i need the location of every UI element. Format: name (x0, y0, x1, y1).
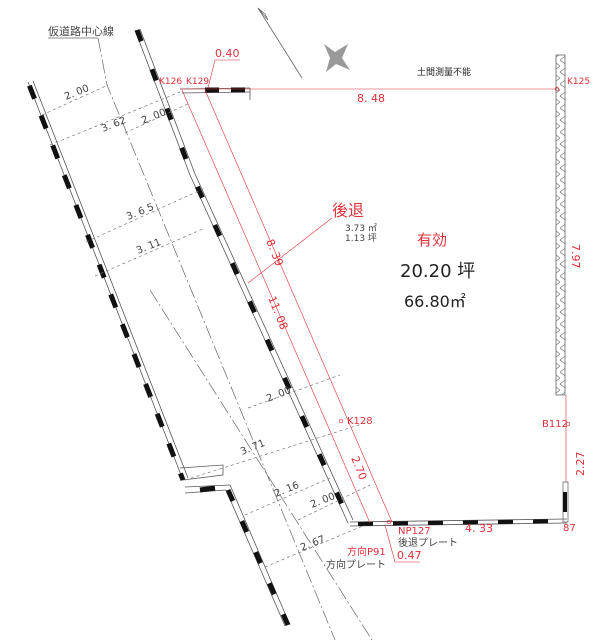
effective-title: 有効 (417, 231, 447, 249)
point-87: 87 (563, 523, 576, 534)
road-dim: 3. 11 (135, 237, 163, 257)
setback-plate-label: 後退プレート (398, 536, 458, 549)
point-marker-icon (386, 519, 392, 525)
point-marker-icon (565, 421, 571, 427)
right-lower-length: 2.27 (574, 452, 587, 477)
survey-point-markers (338, 86, 571, 525)
setback-area-m2: 3.73 ㎡ (345, 223, 377, 234)
bottom-length: 4. 33 (465, 522, 493, 535)
right-fence (555, 54, 566, 396)
direction-plate-label: 方向プレート (326, 558, 386, 571)
point-np127: NP127 (398, 526, 431, 537)
road-dim: 2. 00 (309, 491, 337, 511)
left-length-a: 8. 39 (263, 237, 286, 268)
road-dim: 3. 62 (100, 115, 128, 135)
center-line-label: 仮道路中心線 (48, 24, 114, 38)
point-k128: K128 (347, 416, 373, 427)
road-center-lines (97, 37, 373, 640)
unmeasurable-note: 土間測量不能 (417, 66, 471, 78)
effective-area-tsubo: 20.20 坪 (400, 261, 475, 282)
top-length: 8. 48 (357, 92, 385, 105)
road-dim: 3. 6 5 (125, 202, 156, 223)
setback-bottom-label: 0.47 (397, 549, 422, 562)
point-marker-icon (338, 418, 344, 424)
effective-area-m2: 66.80㎡ (404, 292, 466, 311)
left-lower-length: 2.70 (348, 454, 369, 482)
road-dimension-labels: 2. 00 3. 62 2. 00 3. 6 5 3. 11 2. 00 3. … (63, 83, 337, 554)
point-p91: 方向P91 (347, 545, 386, 558)
left-length-b: 11. 08 (265, 294, 290, 331)
road-dim: 2. 16 (273, 480, 301, 500)
point-marker-icon (554, 86, 560, 92)
road-dim: 2. 00 (140, 107, 168, 127)
setback-title: 後退 (332, 201, 364, 220)
road-dim: 2. 00 (265, 385, 293, 405)
road-dim: 3. 71 (239, 438, 267, 458)
point-k125: K125 (567, 77, 590, 87)
point-b112: B112 (542, 419, 568, 430)
property-boundary (179, 54, 569, 527)
point-k126: K126 (159, 77, 182, 87)
setback-top-label: 0.40 (215, 47, 240, 60)
road-dimension-lines (41, 84, 371, 568)
left-road-edge (25, 80, 291, 627)
right-length: 7.97 (569, 244, 582, 269)
point-k129: K129 (186, 77, 209, 87)
road-dim: 2. 67 (299, 534, 327, 554)
setback-area-tsubo: 1.13 坪 (345, 233, 377, 244)
front-road-edge (134, 28, 354, 524)
north-compass-icon (257, 7, 350, 79)
setback-lines (181, 59, 420, 563)
road-dim: 2. 00 (63, 83, 91, 103)
